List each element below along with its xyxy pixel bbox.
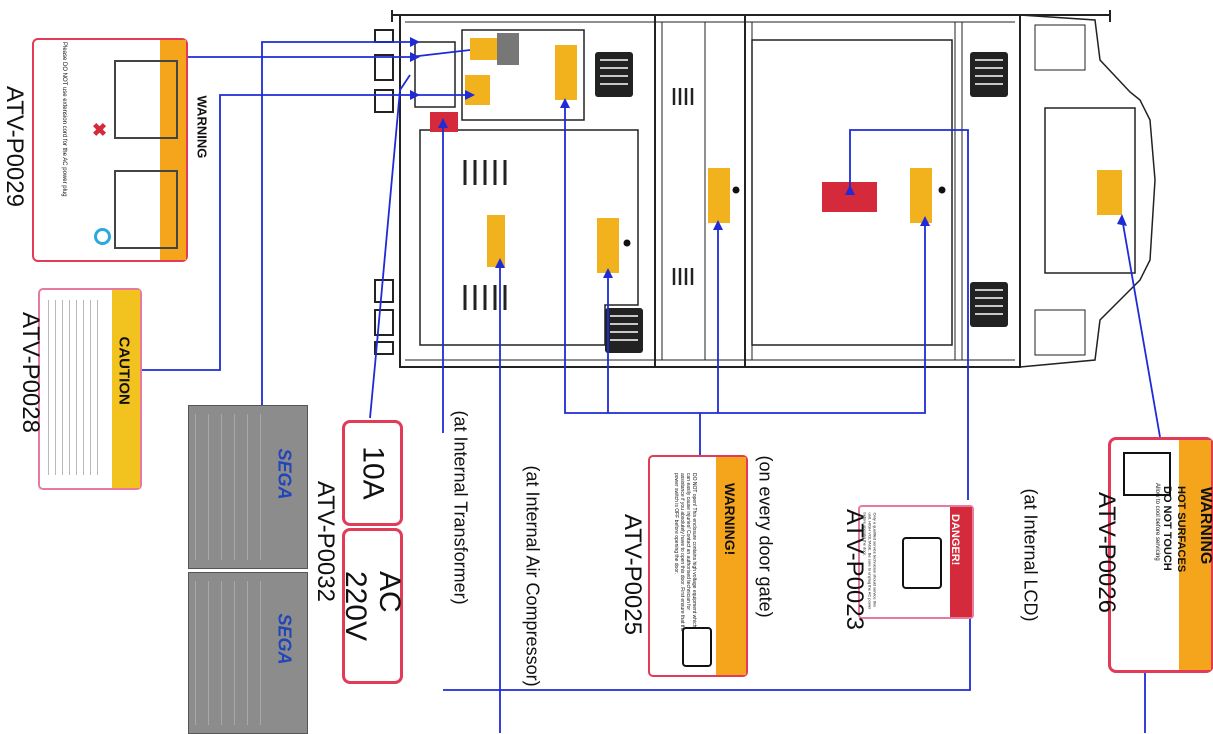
circle-icon: [94, 228, 111, 245]
code-atv-p0028: ATV-P0028: [17, 312, 44, 433]
p0025-header: WARNING!: [722, 483, 738, 556]
nameplate-2-brand: SEGA: [274, 613, 295, 665]
label-card-atv-p0023: DANGER! Only a qualified service technic…: [858, 505, 974, 619]
hot-surface-icon: [1123, 452, 1171, 496]
vent-grilles: [595, 52, 1008, 353]
label-card-atv-p0028: CAUTION: [38, 288, 142, 490]
plug-illustration-right: [114, 170, 178, 249]
p0026-stripe: [1179, 440, 1211, 670]
code-atv-p0023: ATV-P0023: [841, 509, 868, 630]
p0026-line2: DO NOT TOUCH: [1161, 486, 1173, 571]
rating-box-current: 10A: [342, 420, 403, 526]
p0026-line3: Allow to cool before servicing: [1154, 483, 1160, 561]
p0023-header: DANGER!: [949, 514, 961, 566]
label-card-atv-p0029: WARNING ✖ Please DO NOT use extension co…: [32, 38, 210, 262]
nameplate-1: SEGA: [188, 405, 308, 569]
leader-lines: [140, 41, 1161, 733]
label-card-atv-p0026: WARNING HOT SURFACES DO NOT TOUCH Allow …: [1108, 437, 1213, 673]
nameplate-2-table: [195, 581, 273, 725]
p0028-header: CAUTION: [115, 336, 133, 405]
p0025-text: DO NOT open! This enclosure contains hig…: [673, 473, 697, 632]
note-internal-transformer: (at Internal Transformer): [450, 410, 471, 605]
p0029-text: Please DO NOT use extension cord for the…: [61, 42, 67, 197]
nameplate-1-brand: SEGA: [274, 448, 295, 500]
code-atv-p0025: ATV-P0025: [619, 514, 646, 635]
rating-voltage-text: AC 220V: [339, 570, 407, 642]
nameplate-1-table: [195, 414, 273, 560]
p0023-stripe: [950, 507, 972, 617]
warning-stripe: [160, 40, 186, 260]
note-internal-lcd: (at Internal LCD): [1020, 488, 1041, 622]
placement-markers: [430, 33, 1122, 273]
note-internal-air-compressor: (at Internal Air Compressor): [522, 465, 543, 687]
cross-icon: ✖: [92, 120, 108, 140]
nameplate-2: SEGA: [188, 572, 308, 734]
hand-icon: [682, 627, 712, 667]
p0026-header: WARNING: [1197, 487, 1213, 565]
code-atv-p0032: ATV-P0032: [312, 481, 339, 602]
label-card-atv-p0025: WARNING! DO NOT open! This enclosure con…: [648, 455, 748, 677]
plug-illustration-wrong: [114, 60, 178, 139]
code-atv-p0026: ATV-P0026: [1093, 492, 1120, 613]
p0028-body-lines: [48, 300, 103, 475]
rating-current-text: 10A: [356, 446, 390, 500]
rating-box-voltage: AC 220V: [340, 528, 407, 684]
shock-hand-icon: [902, 537, 942, 589]
caution-stripe: [112, 290, 140, 488]
note-door-gate: (on every door gate): [755, 455, 776, 618]
arrowheads: [410, 37, 1127, 278]
code-atv-p0029: ATV-P0029: [1, 86, 28, 207]
p0029-header: WARNING: [194, 95, 210, 159]
p0025-stripe: [716, 457, 746, 675]
p0026-line1: HOT SURFACES: [1175, 486, 1187, 573]
machine-outline: [374, 10, 1156, 368]
